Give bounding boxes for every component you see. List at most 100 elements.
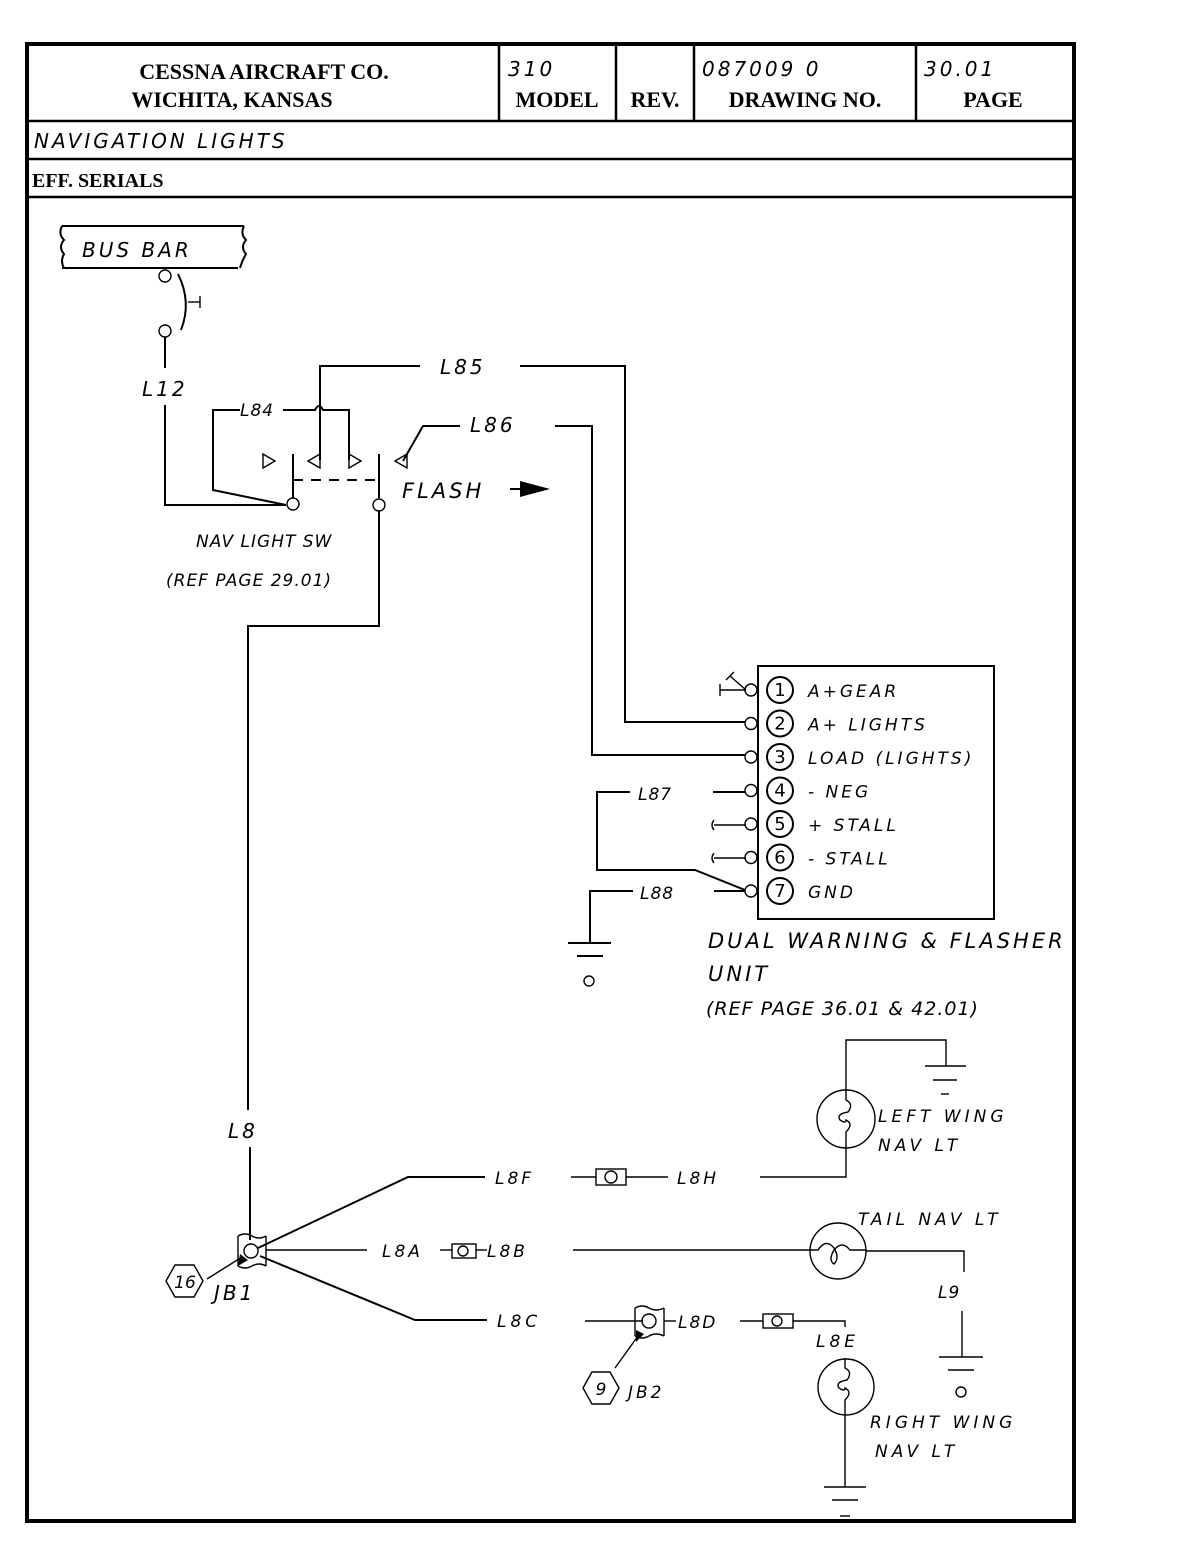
nav-light-switch: L84 L85 L86 FLASH NAV LIGHT SW (REF PAGE… xyxy=(166,355,745,756)
pin-label: - NEG xyxy=(808,783,871,803)
flasher-unit-ref: (REF PAGE 36.01 & 42.01) xyxy=(706,998,979,1020)
contact-arrow-icon xyxy=(262,452,277,470)
ground-icon xyxy=(824,1486,866,1517)
pin-terminal xyxy=(744,884,758,898)
bus-bar-shape xyxy=(59,225,248,269)
flasher-unit-box xyxy=(757,665,995,920)
drawing-number-value: 087009 0 xyxy=(702,57,821,81)
pin-terminal xyxy=(744,783,758,798)
rev-label: REV. xyxy=(630,87,679,112)
pin-label: - STALL xyxy=(808,850,891,870)
pin-terminal xyxy=(744,850,758,865)
ground-icon xyxy=(568,942,611,987)
pin-number-circle xyxy=(766,776,794,805)
pin-terminal xyxy=(744,683,758,697)
left-wing-light-label: LEFT WING xyxy=(878,1107,1008,1127)
wire-label-l9: L9 xyxy=(938,1283,960,1303)
flasher-pin: 6 - STALL xyxy=(744,843,891,872)
flasher-pin: 2 A+ LIGHTS xyxy=(744,709,928,738)
wire-label-l8a: L8A xyxy=(382,1242,423,1262)
page-label: PAGE xyxy=(963,87,1022,112)
pin-number-circle xyxy=(766,676,794,704)
pin-label: GND xyxy=(808,883,856,903)
circuit-breaker-icon xyxy=(158,269,201,338)
wire-label-l12: L12 xyxy=(142,377,188,401)
branch-right-wing: L8C 9 JB2 L8D L8E RIGHT WING NAV xyxy=(259,1255,1016,1517)
flasher-unit-name: DUAL WARNING & FLASHER xyxy=(708,929,1066,953)
pin-number: 2 xyxy=(774,714,785,735)
sheet-border xyxy=(25,42,1076,1523)
wire-label-l88: L88 xyxy=(640,884,674,904)
wire-label-l87: L87 xyxy=(638,785,672,805)
pin-number: 3 xyxy=(774,747,785,768)
subject-title: NAVIGATION LIGHTS xyxy=(34,129,288,153)
company-name: CESSNA AIRCRAFT CO. xyxy=(139,59,389,84)
hex-callout-icon xyxy=(582,1371,620,1405)
flasher-pin: 3 LOAD (LIGHTS) xyxy=(744,743,974,771)
terminal-block-icon xyxy=(634,1305,665,1339)
jb1-ref-number: 16 xyxy=(174,1273,196,1293)
flasher-pin: 7 GND xyxy=(744,877,856,905)
terminal-block-icon xyxy=(237,1233,267,1269)
pin-number: 6 xyxy=(774,848,785,869)
ground-icon xyxy=(925,1065,966,1095)
pin-number-circle xyxy=(766,810,794,838)
tail-light-icon xyxy=(809,1222,867,1280)
wire-label-l8h: L8H xyxy=(677,1169,719,1189)
bus-bar-label: BUS BAR xyxy=(82,238,192,262)
wire-label-l84: L84 xyxy=(240,401,274,421)
connector-icon xyxy=(451,1243,477,1259)
branch-tail: L8A L8B TAIL NAV LT L9 xyxy=(266,1210,1002,1398)
wire-label-l8: L8 xyxy=(228,1119,258,1143)
flasher-unit-name-2: UNIT xyxy=(708,962,770,986)
pin-terminal xyxy=(744,750,758,764)
wire-l12: L12 xyxy=(142,337,286,506)
branch-left-wing: L8F L8H LEFT WING NAV LT xyxy=(257,1039,1008,1249)
right-wing-light-label: RIGHT WING xyxy=(870,1413,1016,1433)
bus-bar: BUS BAR xyxy=(59,225,248,269)
jb2-label: JB2 xyxy=(625,1383,665,1403)
pin-terminal xyxy=(744,716,758,731)
title-block: CESSNA AIRCRAFT CO. WICHITA, KANSAS 310 … xyxy=(25,42,1076,1523)
left-wing-light-label-2: NAV LT xyxy=(878,1136,961,1156)
jb2-ref-number: 9 xyxy=(596,1380,607,1400)
contact-arrow-icon xyxy=(348,452,363,470)
wire-label-l8c: L8C xyxy=(497,1312,541,1332)
switch-name: NAV LIGHT SW xyxy=(196,532,333,552)
pin-label: LOAD (LIGHTS) xyxy=(808,749,974,769)
drawing-number-label: DRAWING NO. xyxy=(729,87,882,112)
pin-number-circle xyxy=(766,877,794,905)
contact-arrow-icon xyxy=(306,452,321,470)
pin-number: 7 xyxy=(774,881,785,902)
contact-arrow-icon xyxy=(393,452,408,470)
capped-stub-icon xyxy=(711,852,746,864)
flash-label: FLASH xyxy=(402,479,484,503)
pin-number-circle xyxy=(766,709,794,738)
pin-terminal xyxy=(744,817,758,831)
wire-label-l8d: L8D xyxy=(678,1313,717,1333)
model-label: MODEL xyxy=(515,87,598,112)
junction-jb2: 9 JB2 xyxy=(582,1305,665,1405)
wire-label-l8b: L8B xyxy=(487,1242,528,1262)
pin-number: 1 xyxy=(774,680,785,701)
pin-label: + STALL xyxy=(808,816,899,836)
pin-label: A+ LIGHTS xyxy=(807,716,928,736)
wire-l8-upper xyxy=(247,511,380,1110)
tail-light-label: TAIL NAV LT xyxy=(858,1210,1002,1230)
model-value: 310 xyxy=(508,57,555,81)
pin-label: A+GEAR xyxy=(807,682,899,702)
company-location: WICHITA, KANSAS xyxy=(131,87,332,112)
eff-serials-label: EFF. SERIALS xyxy=(32,170,164,192)
capped-stub-icon xyxy=(711,819,746,831)
wire-label-l8e: L8E xyxy=(816,1332,859,1352)
right-wing-light-icon xyxy=(817,1358,875,1416)
jb1-label: JB1 xyxy=(210,1281,255,1305)
switch-ref: (REF PAGE 29.01) xyxy=(166,571,332,591)
wire-label-l86: L86 xyxy=(470,413,516,437)
flasher-pin: 5+ STALL xyxy=(744,810,899,838)
flasher-pin: 1 A+GEAR xyxy=(744,676,899,704)
pin-number-circle xyxy=(766,843,794,872)
wire-label-l85: L85 xyxy=(440,355,486,379)
